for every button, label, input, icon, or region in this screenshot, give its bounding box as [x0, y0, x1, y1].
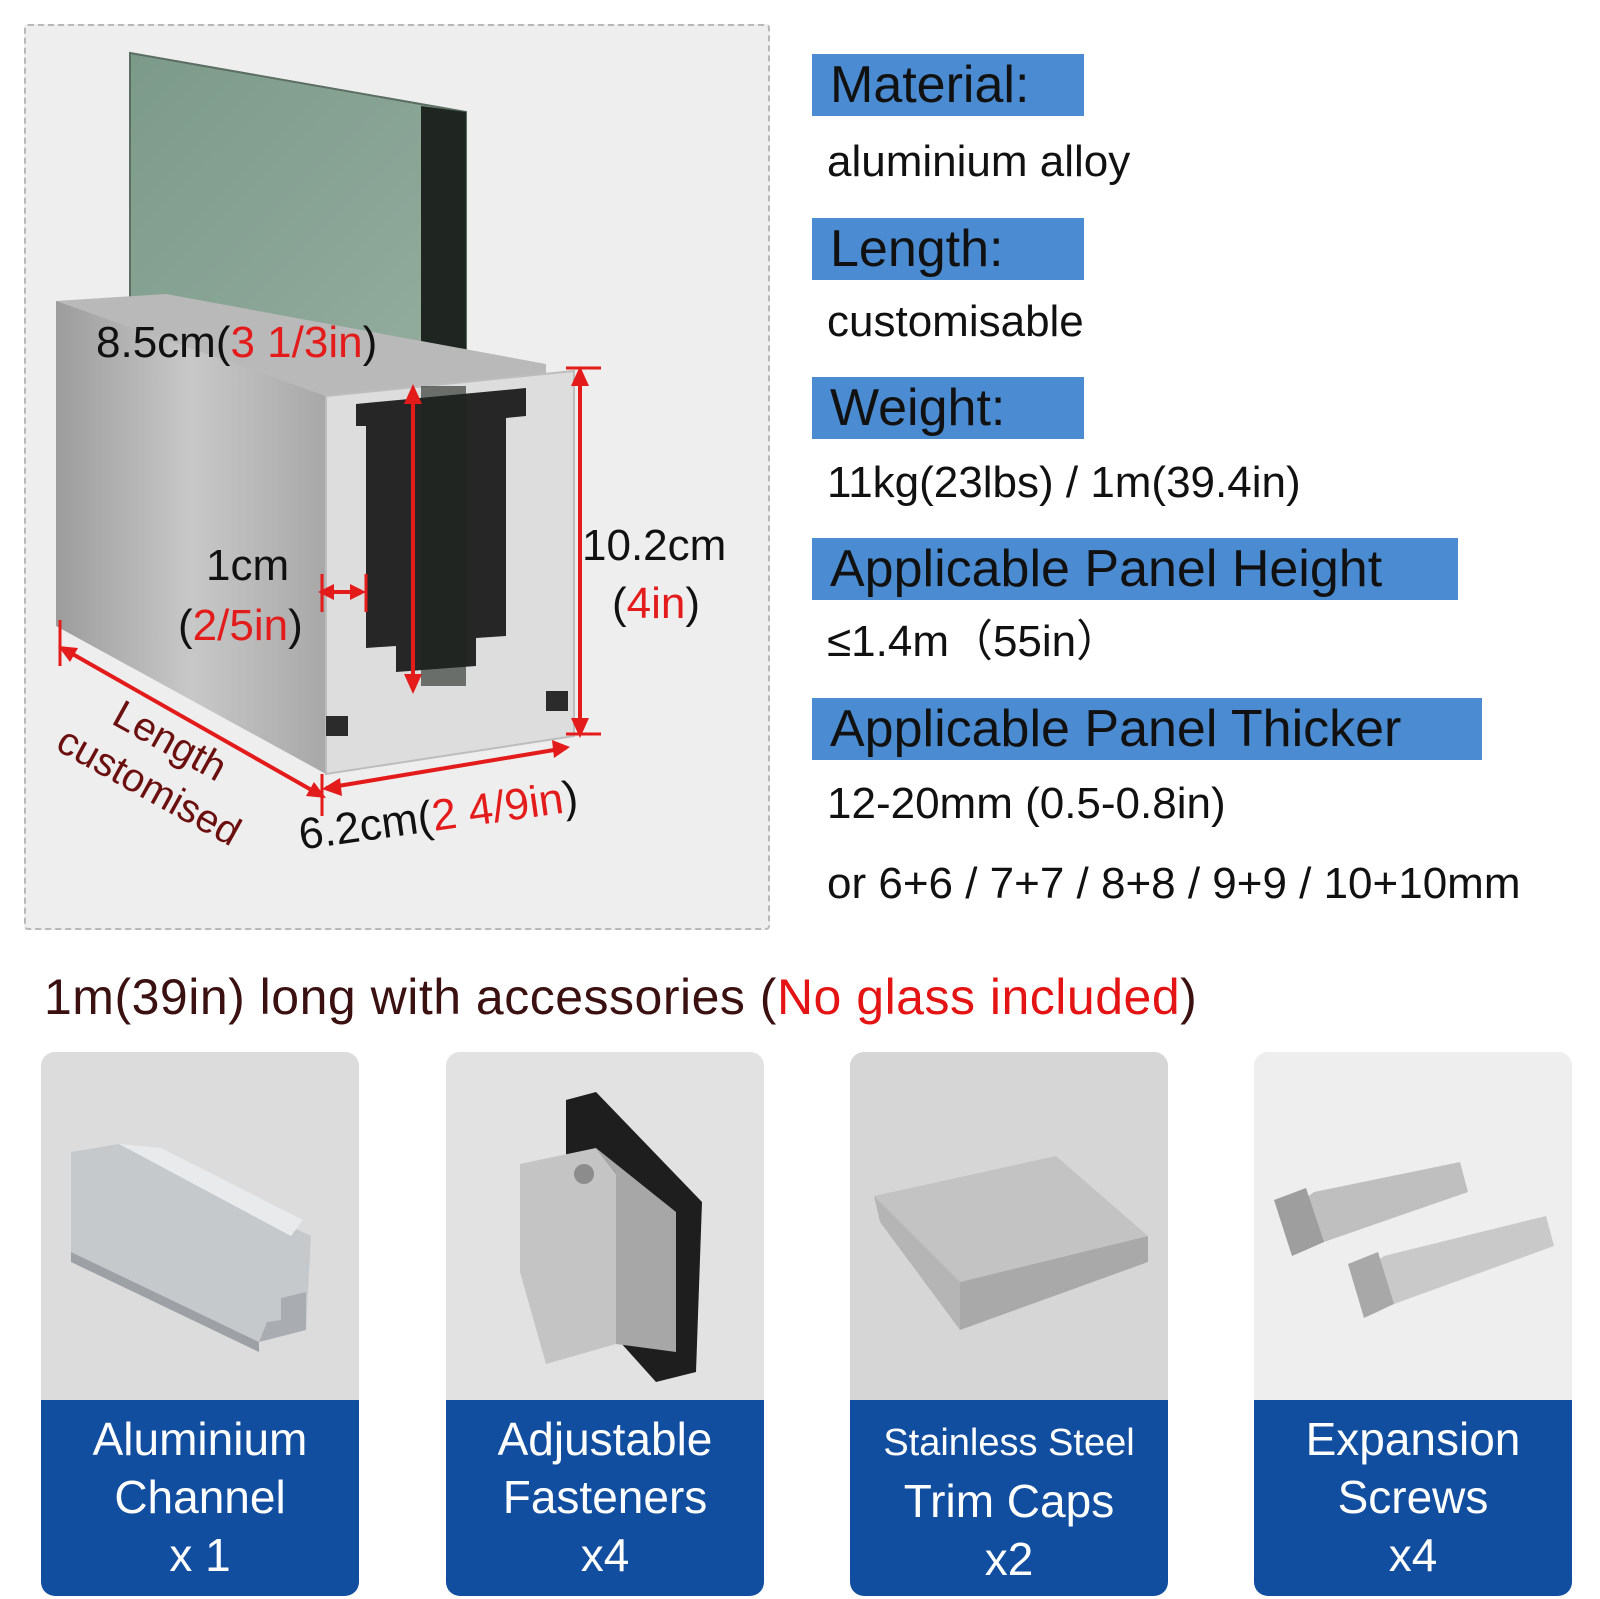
expansion-screw-image: [1254, 1052, 1572, 1400]
dim-close: ): [288, 601, 303, 650]
accessory-name-line2: Fasteners: [502, 1471, 708, 1523]
dim-close: ): [685, 579, 701, 628]
dim-imperial: 4in: [626, 579, 686, 628]
dim-gap: 1cm: [206, 544, 289, 588]
accessory-caption: Expansion Screws x4: [1254, 1400, 1572, 1596]
dim-width-top: 8.5cm(3 1/3in): [96, 321, 377, 365]
spec-label-panel-height: Applicable Panel Height: [812, 538, 1458, 600]
spec-label-weight: Weight:: [812, 377, 1084, 439]
accessory-name-line1: Adjustable: [497, 1413, 713, 1465]
accessory-name-line1: Expansion: [1305, 1413, 1521, 1465]
accessory-caption: Adjustable Fasteners x4: [446, 1400, 764, 1596]
dim-close: ): [362, 318, 378, 367]
accessory-quantity: x2: [984, 1533, 1034, 1585]
accessory-name-line1: Aluminium: [92, 1413, 308, 1465]
accessory-quantity: x4: [580, 1529, 630, 1581]
spec-value-weight: 11kg(23lbs) / 1m(39.4in): [827, 458, 1301, 507]
aluminium-channel-image: [41, 1052, 359, 1400]
accessory-quantity: x4: [1388, 1529, 1438, 1581]
headline-text: 1m(39in) long with accessories (: [44, 969, 777, 1025]
headline-no-glass: No glass included: [776, 969, 1181, 1025]
dim-height: 10.2cm: [582, 524, 726, 568]
dim-metric: 1cm: [206, 541, 290, 590]
dim-open: (: [612, 579, 627, 628]
spec-label-panel-thickness: Applicable Panel Thicker: [812, 698, 1482, 760]
accessory-card-expansion-screws: Expansion Screws x4: [1254, 1052, 1572, 1596]
dim-open: (: [178, 601, 193, 650]
spec-value-panel-thickness-laminated: or 6+6 / 7+7 / 8+8 / 9+9 / 10+10mm: [827, 859, 1521, 908]
accessory-name-line1: Stainless Steel: [883, 1422, 1135, 1464]
accessory-card-adjustable-fasteners: Adjustable Fasteners x4: [446, 1052, 764, 1596]
product-diagram: 8.5cm(3 1/3in) 1cm (2/5in) 10.2cm (4in) …: [24, 24, 770, 930]
dim-gap-imperial: (2/5in): [178, 604, 303, 648]
spec-value-material: aluminium alloy: [827, 137, 1131, 186]
accessories-headline: 1m(39in) long with accessories (No glass…: [44, 972, 1197, 1022]
dim-metric: 8.5cm(: [96, 318, 231, 367]
fastener-image: [446, 1052, 764, 1400]
dim-imperial: 2/5in: [192, 601, 289, 650]
headline-close: ): [1180, 969, 1198, 1025]
spec-value-panel-thickness: 12-20mm (0.5-0.8in): [827, 779, 1226, 828]
dim-imperial: 3 1/3in: [230, 318, 363, 367]
accessory-name-line2: Screws: [1337, 1471, 1489, 1523]
accessory-quantity: x 1: [169, 1529, 231, 1581]
accessory-card-trim-caps: Stainless Steel Trim Caps x2: [850, 1052, 1168, 1596]
trim-cap-image: [850, 1052, 1168, 1400]
dim-height-imperial: (4in): [612, 582, 700, 626]
accessory-name-line2: Channel: [114, 1471, 286, 1523]
accessory-caption: Stainless Steel Trim Caps x2: [850, 1400, 1168, 1596]
spec-label-length: Length:: [812, 218, 1084, 280]
accessory-name-line2: Trim Caps: [903, 1475, 1115, 1527]
spec-value-length: customisable: [827, 297, 1084, 346]
spec-value-panel-height: ≤1.4m（55in）: [827, 617, 1121, 666]
dim-metric: 10.2cm: [582, 521, 727, 570]
spec-label-material: Material:: [812, 54, 1084, 116]
accessory-card-aluminium-channel: Aluminium Channel x 1: [41, 1052, 359, 1596]
channel-illustration: [56, 51, 601, 816]
accessory-caption: Aluminium Channel x 1: [41, 1400, 359, 1596]
